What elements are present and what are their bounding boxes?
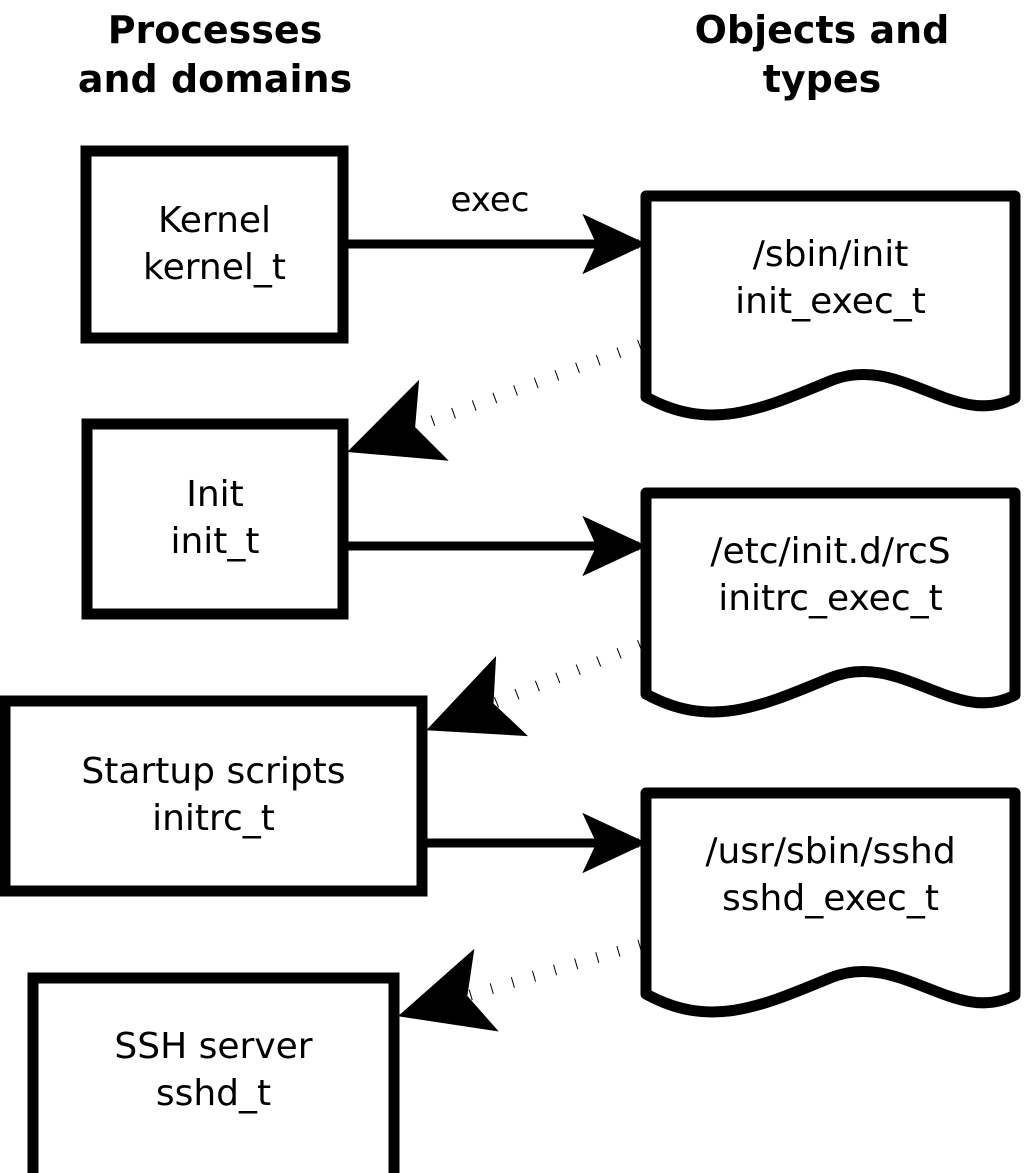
edge-initrc-exec-to-initrc xyxy=(426,639,643,737)
object-node-initrc-exec[interactable] xyxy=(640,487,1021,718)
process-node-init[interactable] xyxy=(81,418,349,620)
column-heading-objects: Objects and types xyxy=(694,8,950,101)
process-node-initrc[interactable] xyxy=(0,695,428,897)
column-heading-processes: Processes and domains xyxy=(77,8,353,101)
object-node-init-exec[interactable] xyxy=(640,190,1021,421)
edge-init-exec-to-init xyxy=(347,339,642,461)
edge-label-exec: exec xyxy=(450,180,530,220)
process-node-sshd[interactable] xyxy=(27,972,400,1173)
process-node-kernel[interactable] xyxy=(80,145,349,344)
object-node-sshd-exec[interactable] xyxy=(640,787,1021,1018)
edge-sshd-exec-to-sshd xyxy=(397,939,642,1032)
